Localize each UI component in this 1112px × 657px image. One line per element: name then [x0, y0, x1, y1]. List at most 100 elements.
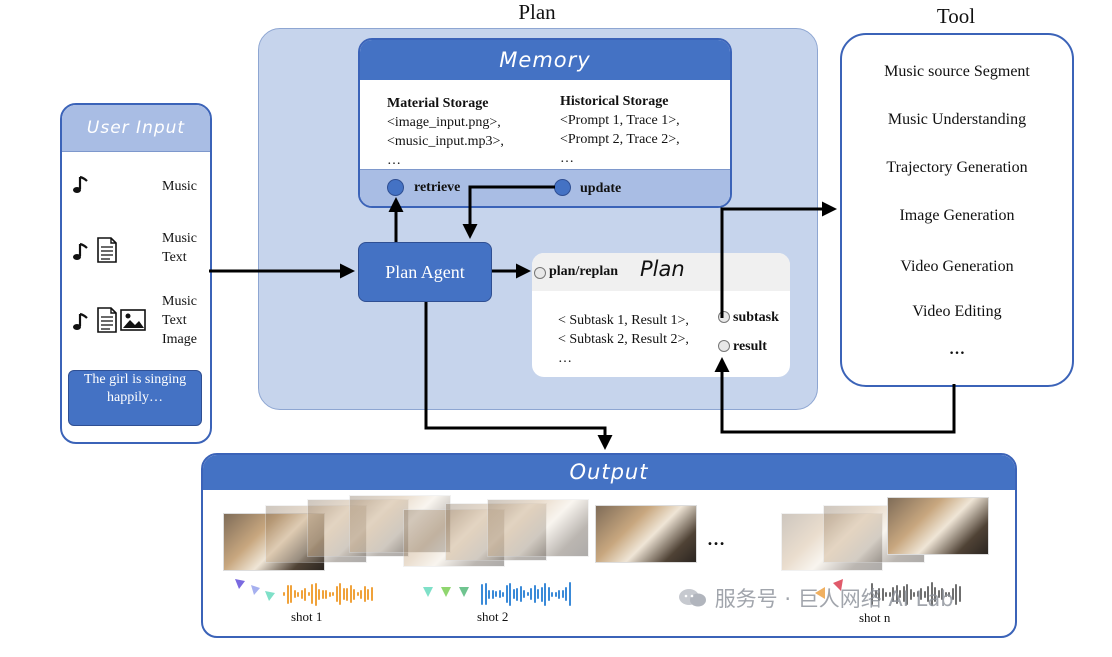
material-storage-line: <music_input.mp3>,	[387, 134, 504, 149]
material-storage-line: <image_input.png>,	[387, 115, 501, 130]
waveform-bar	[311, 584, 313, 604]
tool-item: Music Understanding	[887, 111, 1027, 128]
waveform-bar	[923, 590, 926, 598]
waveform-bar	[505, 585, 508, 603]
waveform-bar	[934, 586, 936, 602]
historical-storage-line: …	[560, 151, 574, 166]
shot-label: shot 2	[477, 609, 509, 624]
waveform-bar	[874, 590, 877, 598]
plan-panel: plan/replan Plan < Subtask 1, Result 1>,…	[532, 253, 790, 377]
waveform-bar	[342, 588, 345, 600]
tool-item: Video Generation	[900, 258, 1014, 275]
waveform-bar	[909, 588, 912, 600]
waveform-bar	[481, 583, 483, 605]
waveform-bar	[881, 587, 884, 601]
historical-storage-line: <Prompt 1, Trace 1>,	[560, 113, 680, 128]
waveform-bar	[916, 591, 919, 597]
waveform-bar	[360, 589, 362, 599]
waveform-bar	[502, 591, 504, 597]
waveform-bar	[958, 586, 961, 602]
prompt-tag-icons	[813, 573, 863, 608]
historical-storage-line: <Prompt 2, Trace 2>,	[560, 132, 680, 147]
waveform-bar	[519, 586, 522, 602]
image-icon	[120, 309, 146, 336]
waveform-bar	[332, 592, 334, 596]
watermark-text: 服务号 · 巨人网络 AI Lab	[678, 583, 954, 613]
text-prompt-example: The girl is singing happily…	[68, 370, 202, 426]
prompt-tag-icons	[421, 583, 481, 608]
waveform-bar	[533, 585, 536, 603]
waveform-bar	[512, 589, 515, 599]
waveform-bar	[895, 584, 898, 604]
user-input-title: User Input	[62, 105, 210, 152]
output-ellipsis: …	[707, 529, 725, 549]
tool-item: Image Generation	[899, 207, 1015, 224]
waveform-bar	[888, 591, 891, 597]
waveform-bar	[488, 589, 490, 599]
music-note-icon	[72, 312, 90, 337]
material-storage: Material Storage <image_input.png>, <mus…	[387, 94, 557, 170]
waveform-bar	[544, 582, 546, 606]
audio-waveform	[871, 581, 961, 607]
waveform-bar	[498, 590, 501, 598]
waveform-bar	[948, 591, 950, 597]
waveform-bar	[526, 592, 529, 596]
tool-heading: Tool	[936, 4, 976, 28]
waveform-bar	[293, 590, 296, 598]
waveform-bar	[523, 590, 525, 598]
output-title: Output	[203, 455, 1015, 490]
waveform-bar	[346, 587, 348, 601]
prompt-tag-icons	[233, 575, 283, 610]
waveform-bar	[516, 587, 518, 601]
subtask-port	[718, 311, 730, 323]
waveform-bar	[951, 588, 954, 600]
waveform-bar	[547, 587, 550, 601]
result-label: result	[733, 339, 767, 354]
historical-storage-title: Historical Storage	[560, 94, 669, 109]
waveform-bar	[335, 586, 338, 602]
shot-1-frames	[203, 495, 603, 571]
material-storage-title: Material Storage	[387, 96, 489, 111]
tool-item: Music source Segment	[884, 63, 1030, 80]
waveform-bar	[927, 586, 929, 602]
subtask-label: subtask	[733, 310, 779, 325]
retrieve-port	[387, 179, 404, 196]
waveform-bar	[906, 583, 908, 605]
material-storage-line: …	[387, 153, 401, 168]
waveform-bar	[328, 591, 331, 597]
waveform-bar	[540, 586, 543, 602]
waveform-bar	[283, 592, 285, 596]
waveform-bar	[930, 582, 933, 606]
waveform-bar	[941, 588, 943, 600]
wechat-icon	[678, 587, 708, 607]
waveform-bar	[885, 591, 887, 597]
document-icon	[96, 307, 118, 338]
waveform-bar	[944, 591, 947, 597]
plan-replan-label: plan/replan	[549, 264, 618, 279]
user-input-label: Music	[162, 179, 197, 194]
plan-subtask-list: < Subtask 1, Result 1>, < Subtask 2, Res…	[558, 313, 689, 366]
tool-item: …	[949, 341, 965, 358]
waveform-bar	[367, 588, 369, 600]
waveform-bar	[899, 590, 901, 598]
waveform-bar	[902, 586, 905, 602]
waveform-bar	[878, 587, 880, 601]
waveform-bar	[370, 587, 373, 601]
waveform-bar	[551, 591, 553, 597]
shot-label: shot n	[859, 610, 891, 625]
update-label: update	[580, 181, 622, 196]
waveform-bar	[314, 582, 317, 606]
waveform-bar	[561, 590, 564, 598]
waveform-bar	[568, 582, 571, 606]
waveform-bar	[325, 589, 327, 599]
shot-2-frames	[203, 495, 703, 567]
historical-storage: Historical Storage <Prompt 1, Trace 1>, …	[560, 92, 725, 168]
result-port	[718, 340, 730, 352]
waveform-bar	[363, 586, 366, 602]
waveform-bar	[307, 592, 310, 596]
waveform-bar	[356, 592, 359, 596]
waveform-bar	[530, 588, 532, 600]
waveform-bar	[537, 589, 539, 599]
